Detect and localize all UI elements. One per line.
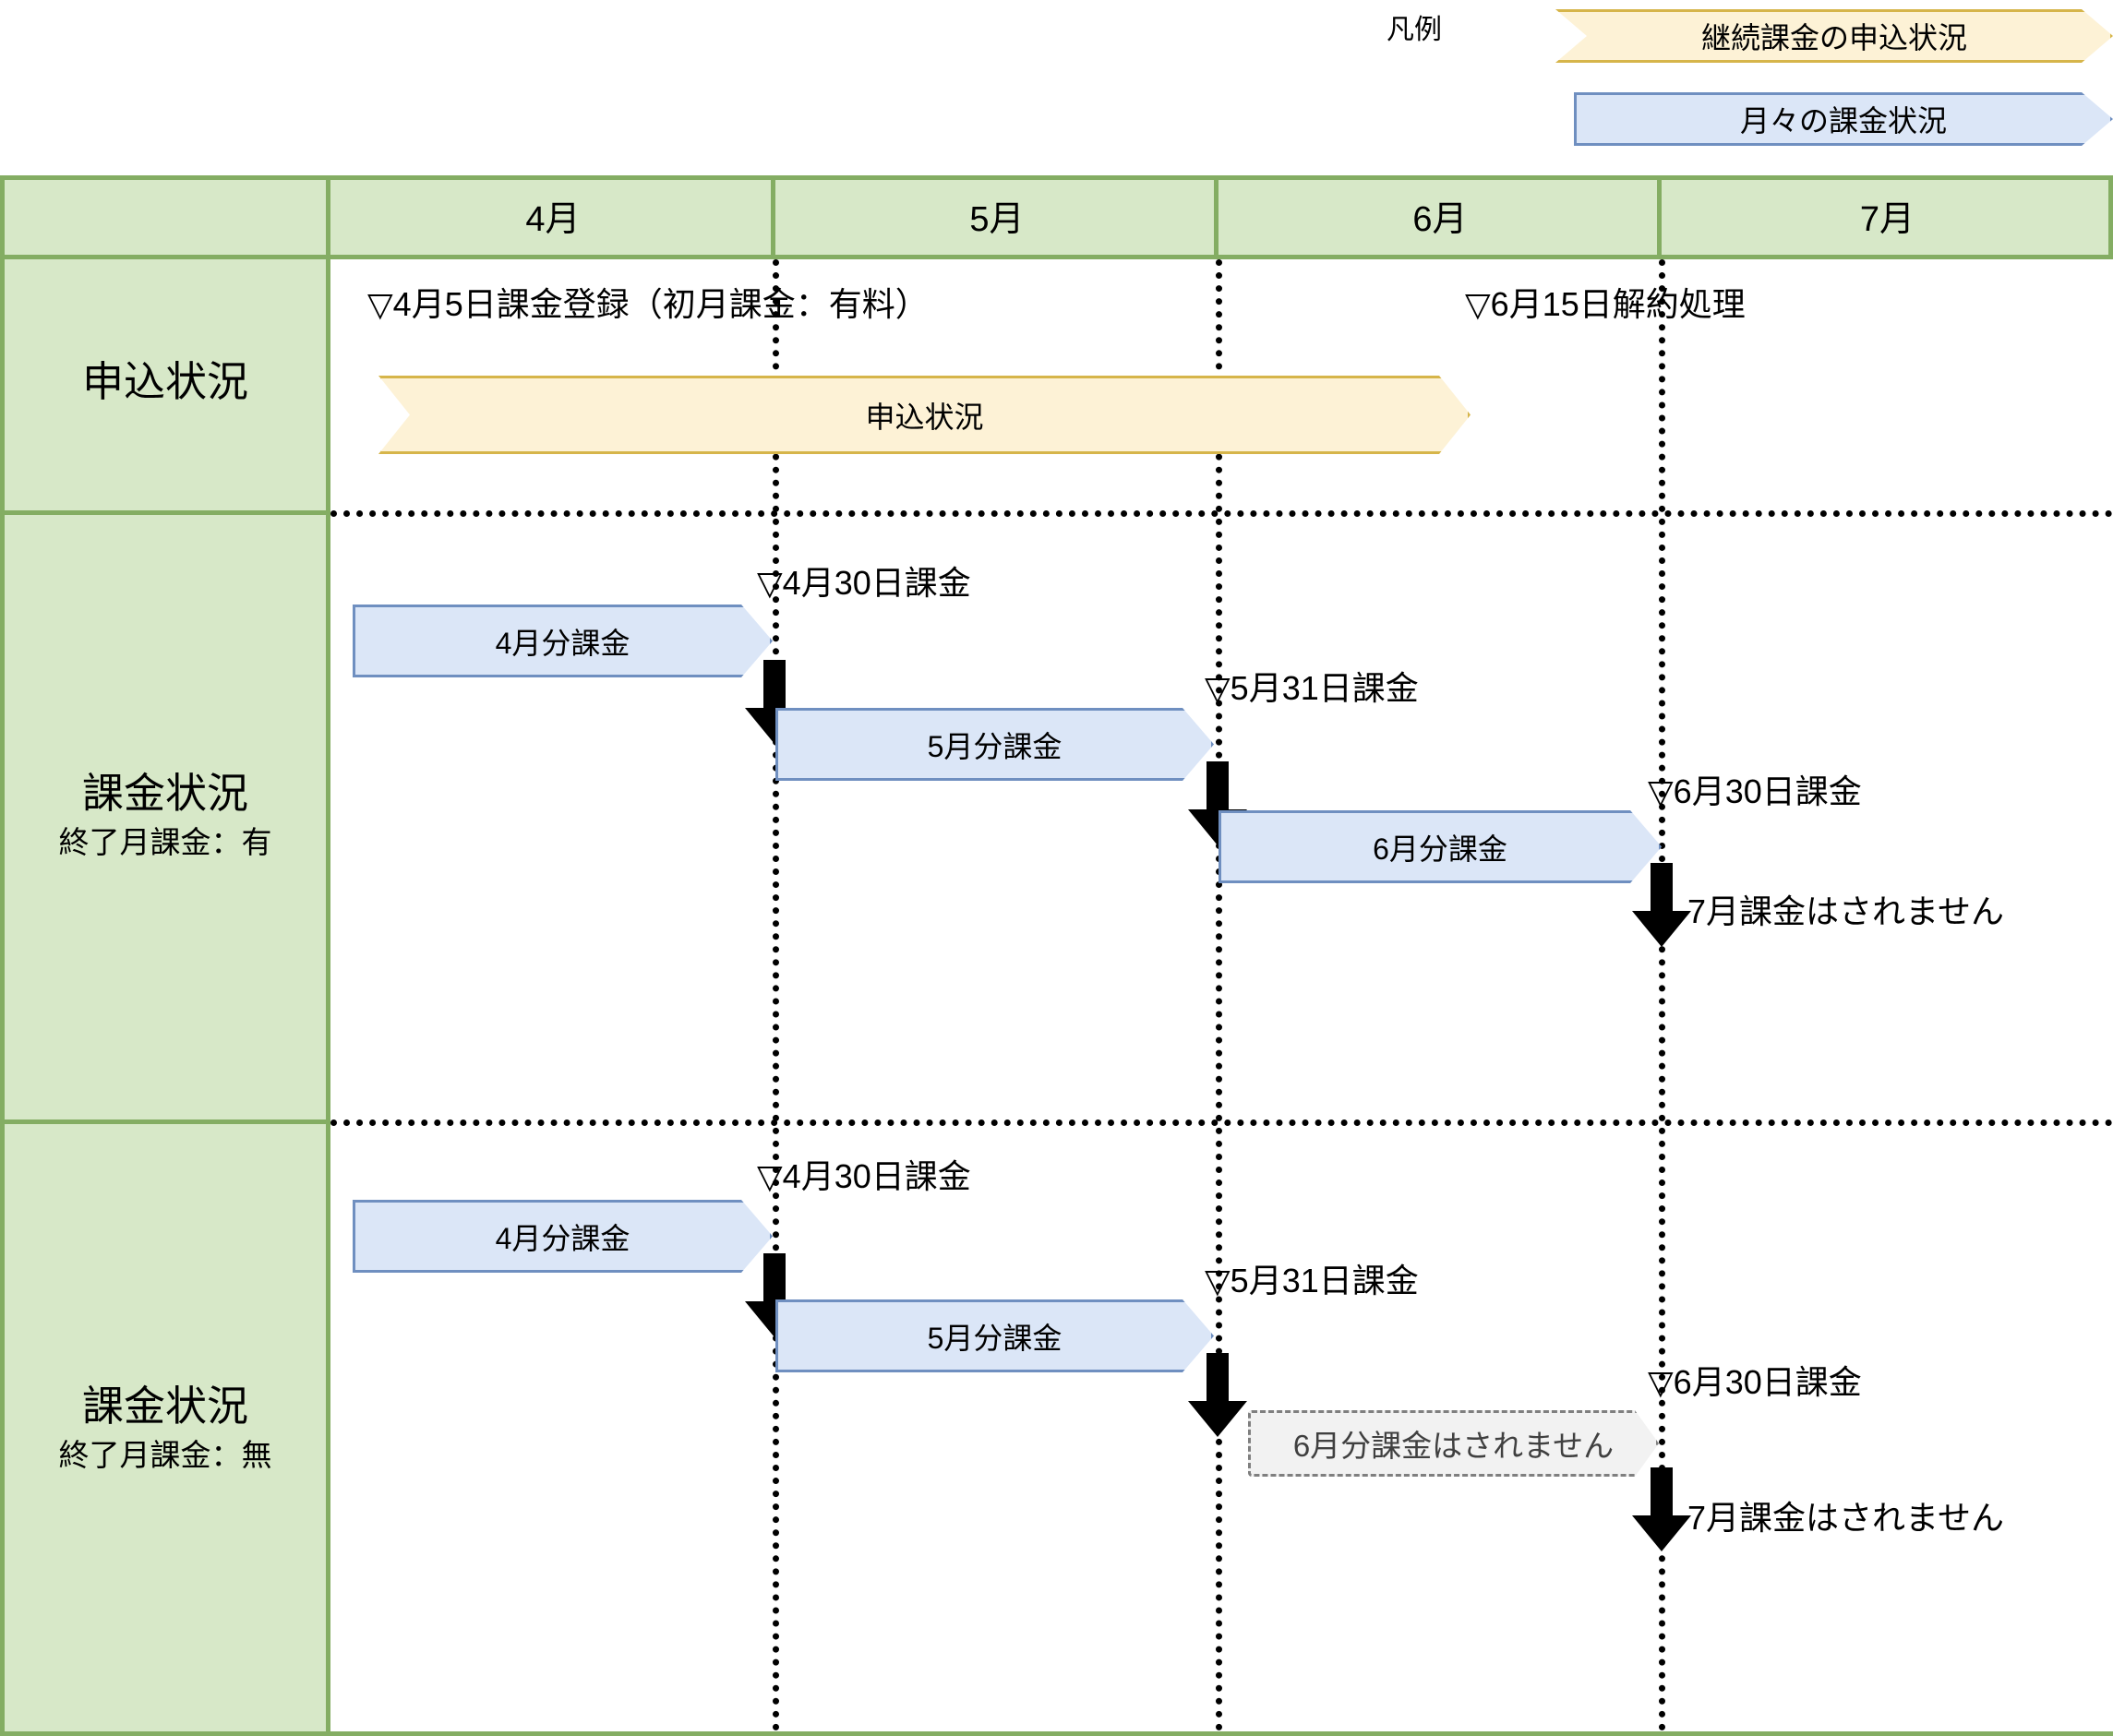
row3-note-july-no-charge: 7月課金はされません — [1687, 1499, 2004, 1537]
grid-hline-row2 — [0, 1119, 330, 1124]
month-header-june: 6月 — [1219, 175, 1662, 255]
row2-bar-may-label: 5月分課金 — [927, 729, 1063, 763]
row3-marker-may31: ▽5月31日課金 — [1205, 1262, 1419, 1299]
grid-hline-row1 — [0, 510, 330, 515]
grid-vline-right — [2108, 175, 2113, 259]
row2-bar-april-label: 4月分課金 — [495, 626, 630, 660]
grid-hline-bottom — [0, 1731, 2113, 1736]
row-label-application-status: 申込状況 — [0, 255, 330, 510]
grid-vline-apr-may — [771, 175, 775, 259]
legend-subscription-label: 継続課金の申込状況 — [1700, 21, 1967, 54]
row-label-billing-with-final: 課金状況 終了月課金：有 — [0, 510, 330, 1119]
legend-label: 凡例 — [1387, 15, 1442, 45]
month-header-may-label: 5月 — [969, 199, 1025, 239]
row2-marker-jun30: ▽6月30日課金 — [1648, 772, 1862, 810]
timeline-grid: 4月 5月 6月 7月 申込状況 課金状況 終了月課金：有 課金状況 終了月課金… — [0, 175, 2113, 1736]
legend-subscription-chevron: 継続課金の申込状況 — [1555, 9, 2113, 63]
month-header-july: 7月 — [1662, 175, 2113, 255]
grid-corner-cell — [0, 175, 330, 255]
month-header-april-label: 4月 — [525, 199, 581, 239]
row2-note-july-no-charge: 7月課金はされません — [1687, 892, 2004, 930]
grid-vline-jun-jul — [1657, 175, 1662, 259]
legend-monthly-label: 月々の課金状況 — [1739, 104, 1947, 138]
marker-jun15-cancel: ▽6月15日解約処理 — [1465, 285, 1746, 323]
month-guide-jun-jul — [1659, 259, 1665, 1731]
marker-apr5-register: ▽4月5日課金登録（初月課金：有料） — [367, 285, 929, 323]
month-guide-may-jun — [1216, 259, 1222, 1731]
month-header-june-label: 6月 — [1412, 199, 1468, 239]
row3-arrow-may31 — [1186, 1353, 1249, 1438]
row2-arrow-jun30 — [1630, 863, 1693, 948]
month-guide-apr-may — [773, 259, 779, 1731]
legend: 凡例 継続課金の申込状況 月々の課金状況 — [1387, 0, 2113, 166]
row-label-application-title: 申込状況 — [81, 358, 248, 406]
month-header-april: 4月 — [330, 175, 775, 255]
row-label-billing-with-final-title: 課金状況 — [81, 769, 248, 817]
row3-marker-jun30: ▽6月30日課金 — [1648, 1363, 1862, 1401]
row-label-billing-without-final-subtitle: 終了月課金：無 — [58, 1438, 272, 1473]
row2-bar-june-label: 6月分課金 — [1373, 832, 1507, 866]
grid-hline-top — [0, 175, 2113, 180]
grid-hline-header — [0, 255, 2113, 259]
legend-monthly-chevron: 月々の課金状況 — [1574, 92, 2113, 146]
row-label-billing-without-final: 課金状況 終了月課金：無 — [0, 1119, 330, 1736]
month-header-may: 5月 — [775, 175, 1219, 255]
bar-application-status-label: 申込状況 — [865, 400, 984, 434]
grid-vline-left — [0, 175, 5, 1736]
row3-bar-june-no-charge-label: 6月分課金はされません — [1292, 1429, 1615, 1463]
row-label-billing-without-final-title: 課金状況 — [81, 1382, 248, 1430]
grid-vline-labelcol — [326, 175, 330, 1736]
month-header-july-label: 7月 — [1859, 199, 1915, 239]
row3-bar-june-no-charge: 6月分課金はされません — [1248, 1410, 1659, 1477]
grid-vline-may-jun — [1214, 175, 1219, 259]
row3-bar-april-label: 4月分課金 — [495, 1221, 630, 1255]
row2-marker-may31: ▽5月31日課金 — [1205, 669, 1419, 707]
row2-marker-apr30: ▽4月30日課金 — [757, 564, 971, 602]
bar-application-status: 申込状況 — [378, 376, 1471, 454]
row3-arrow-jun30 — [1630, 1467, 1693, 1552]
row3-marker-apr30: ▽4月30日課金 — [757, 1157, 971, 1195]
row3-bar-may-label: 5月分課金 — [927, 1321, 1063, 1355]
row2-bar-may: 5月分課金 — [775, 708, 1214, 781]
row2-bar-april: 4月分課金 — [353, 605, 773, 677]
row3-bar-april: 4月分課金 — [353, 1200, 773, 1273]
row3-bar-may: 5月分課金 — [775, 1299, 1214, 1372]
row2-bar-june: 6月分課金 — [1219, 810, 1662, 883]
row-label-billing-with-final-subtitle: 終了月課金：有 — [58, 825, 272, 860]
